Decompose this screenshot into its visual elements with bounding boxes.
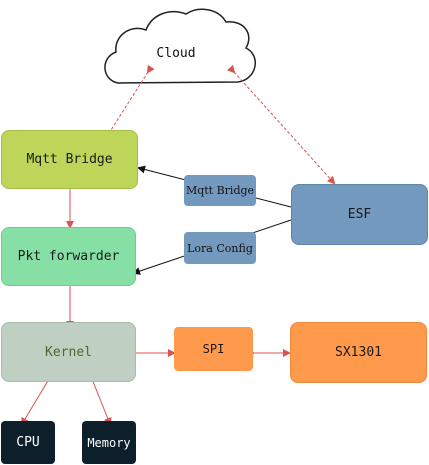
pkt-forwarder-node: Pkt forwarder bbox=[1, 227, 136, 286]
pkt-forwarder-label: Pkt forwarder bbox=[17, 249, 120, 264]
kernel-to-memory-connector bbox=[84, 366, 112, 426]
mqtt-bridge-node: Mqtt Bridge bbox=[1, 130, 138, 189]
sx1301-label: SX1301 bbox=[335, 345, 382, 360]
esf-node: ESF bbox=[291, 184, 428, 245]
cloud-node: Cloud bbox=[138, 40, 214, 66]
memory-node: Memory bbox=[82, 421, 136, 464]
kernel-node: Kernel bbox=[1, 322, 136, 382]
lora-config-node: Lora Config bbox=[184, 232, 256, 264]
mqtt-bridge-config-label: Mqtt Bridge bbox=[185, 184, 255, 197]
cpu-node: CPU bbox=[1, 421, 55, 464]
spi-node: SPI bbox=[174, 327, 253, 371]
lora-config-label: Lora Config bbox=[187, 241, 253, 255]
spi-label: SPI bbox=[202, 342, 225, 356]
mqtt-bridge-config-node: Mqtt Bridge bbox=[184, 175, 256, 206]
sx1301-node: SX1301 bbox=[290, 322, 427, 383]
memory-label: Memory bbox=[87, 435, 131, 450]
cloud-to-mqtt-bridge-connector bbox=[102, 64, 155, 143]
esf-label: ESF bbox=[347, 207, 372, 222]
cloud-shape bbox=[104, 8, 256, 84]
kernel-label: Kernel bbox=[45, 344, 92, 360]
cloud-to-esf-connector bbox=[227, 64, 336, 185]
cloud-label: Cloud bbox=[156, 45, 196, 61]
mqtt-bridge-label: Mqtt Bridge bbox=[26, 152, 113, 167]
kernel-to-cpu-connector bbox=[20, 366, 59, 426]
cpu-label: CPU bbox=[16, 435, 40, 450]
